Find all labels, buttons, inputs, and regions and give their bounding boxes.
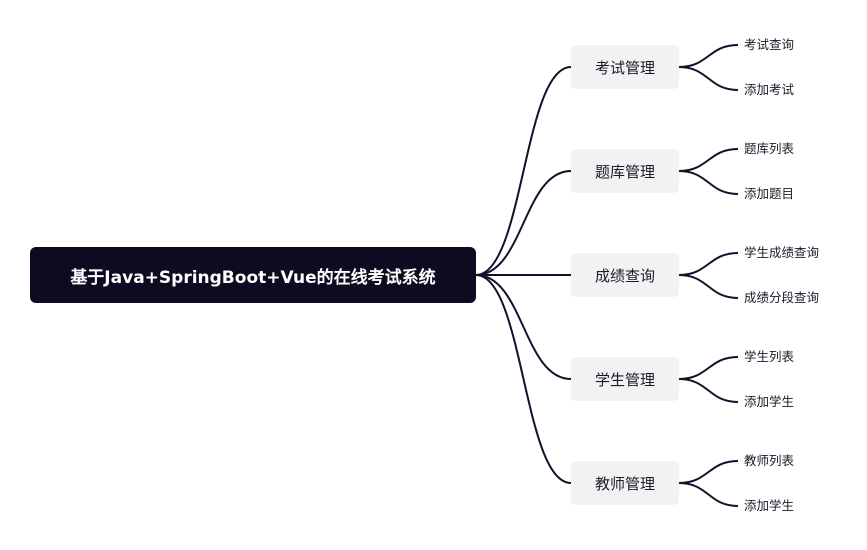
leaf-student-list[interactable]: 学生列表 <box>744 349 795 364</box>
branch-to-leaf-connector-4-1 <box>678 482 739 507</box>
branch-to-leaf-connector-0-0 <box>678 44 739 68</box>
leaf-student-score-query[interactable]: 学生成绩查询 <box>744 245 820 260</box>
branch-to-leaf-connector-3-1 <box>678 378 739 403</box>
leaf-question-list[interactable]: 题库列表 <box>744 141 795 156</box>
root-to-branch-connector-1 <box>475 170 572 276</box>
branch-to-leaf-connector-2-0 <box>678 252 739 276</box>
branch-to-leaf-connector-3-0 <box>678 356 739 380</box>
leaf-add-question[interactable]: 添加题目 <box>744 186 795 201</box>
root-to-branch-connector-3 <box>475 274 572 380</box>
branch-to-leaf-connector-0-1 <box>678 66 739 91</box>
branch-to-leaf-connector-4-0 <box>678 460 739 484</box>
branch-student-management[interactable]: 学生管理 <box>571 357 679 401</box>
branch-teacher-management[interactable]: 教师管理 <box>571 461 679 505</box>
branch-exam-management[interactable]: 考试管理 <box>571 45 679 89</box>
root-node[interactable]: 基于Java+SpringBoot+Vue的在线考试系统 <box>30 247 476 303</box>
branch-to-leaf-connector-1-1 <box>678 170 739 195</box>
branch-question-bank[interactable]: 题库管理 <box>571 149 679 193</box>
root-to-branch-connector-4 <box>475 274 572 484</box>
leaf-exam-query[interactable]: 考试查询 <box>744 37 795 52</box>
root-to-branch-connector-0 <box>475 66 572 276</box>
leaf-add-student-2[interactable]: 添加学生 <box>744 498 795 513</box>
branch-to-leaf-connector-2-1 <box>678 274 739 299</box>
leaf-teacher-list[interactable]: 教师列表 <box>744 453 795 468</box>
leaf-add-exam[interactable]: 添加考试 <box>744 82 795 97</box>
branch-score-query[interactable]: 成绩查询 <box>571 253 679 297</box>
leaf-add-student[interactable]: 添加学生 <box>744 394 795 409</box>
branch-to-leaf-connector-1-0 <box>678 148 739 172</box>
leaf-score-range-query[interactable]: 成绩分段查询 <box>744 290 820 305</box>
